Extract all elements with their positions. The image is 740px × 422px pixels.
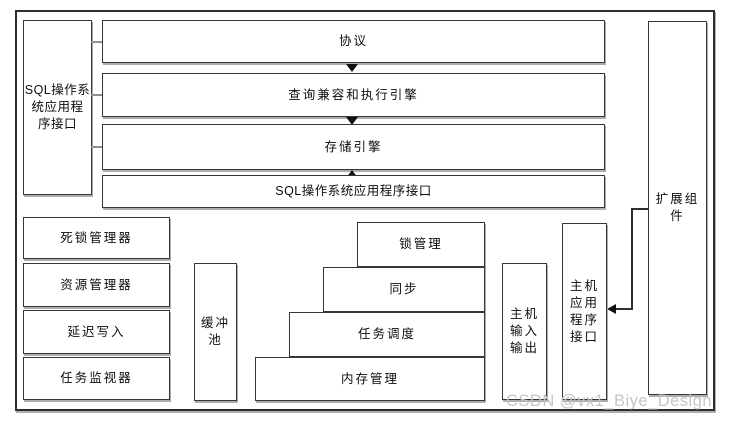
arrow-down-icon: [346, 64, 358, 72]
box-extension-components-line: 件: [670, 209, 685, 223]
box-host-api-line: 接口: [569, 329, 599, 344]
box-delayed-write-label: 延迟写入: [67, 324, 126, 339]
box-sql-os-api-left-line: 统应用程: [31, 100, 84, 114]
connector-stub: [91, 41, 102, 43]
box-sql-os-api-left-line: 序接口: [37, 117, 77, 131]
box-protocol: 协议: [102, 20, 605, 63]
box-protocol-label: 协议: [338, 34, 368, 48]
csdn-watermark: CSDN @vx1_Biye_Design: [506, 392, 713, 410]
arrow-up-icon: [346, 170, 358, 178]
box-task-monitor-label: 任务监视器: [60, 371, 133, 385]
box-resource-manager: 资源管理器: [23, 263, 170, 307]
box-lock-management: 锁管理: [357, 222, 485, 267]
box-buffer-pool-line: 池: [208, 333, 223, 347]
box-storage-engine: 存储引擎: [102, 124, 605, 170]
box-sql-os-api-bottom-label: SQL操作系统应用程序接口: [275, 184, 432, 198]
box-synchronization: 同步: [323, 267, 485, 312]
box-sql-os-api-left-line: SQL操作系: [24, 83, 91, 97]
box-deadlock-manager-label: 死锁管理器: [60, 230, 133, 245]
box-host-io-line: 输出: [509, 341, 539, 355]
box-query-compat-exec-engine-label: 查询兼容和执行引擎: [288, 87, 419, 102]
box-host-io: 主机 输入 输出: [502, 263, 547, 400]
box-host-io-line: 主机: [509, 307, 539, 321]
box-sql-os-api-bottom: SQL操作系统应用程序接口: [102, 175, 605, 208]
box-synchronization-label: 同步: [389, 282, 419, 296]
box-buffer-pool-line: 缓冲: [200, 316, 230, 330]
box-task-scheduling-label: 任务调度: [357, 327, 416, 341]
connector-line: [631, 208, 648, 210]
box-resource-manager-label: 资源管理器: [60, 277, 133, 292]
connector-line: [614, 308, 633, 310]
box-query-compat-exec-engine: 查询兼容和执行引擎: [102, 73, 605, 117]
connector-line: [631, 208, 633, 310]
box-memory-management-label: 内存管理: [340, 371, 399, 386]
box-task-scheduling: 任务调度: [289, 312, 485, 357]
box-host-api-line: 程序: [569, 312, 599, 327]
box-lock-management-label: 锁管理: [399, 237, 443, 251]
box-extension-components: 扩展组 件: [648, 21, 707, 395]
box-memory-management: 内存管理: [255, 357, 485, 401]
box-delayed-write: 延迟写入: [23, 310, 170, 354]
box-task-monitor: 任务监视器: [23, 357, 170, 400]
box-host-api-line: 应用: [569, 295, 599, 310]
arrow-down-icon: [346, 117, 358, 125]
box-buffer-pool: 缓冲 池: [194, 263, 237, 401]
box-sql-os-api-left: SQL操作系 统应用程 序接口: [23, 20, 92, 195]
box-host-api: 主机 应用 程序 接口: [562, 223, 607, 400]
box-storage-engine-label: 存储引擎: [324, 139, 383, 154]
box-extension-components-line: 扩展组: [655, 192, 700, 206]
connector-stub: [91, 94, 102, 96]
connector-stub: [91, 146, 102, 148]
arrow-left-icon: [607, 304, 616, 314]
box-host-api-line: 主机: [569, 278, 599, 293]
box-host-io-line: 输入: [509, 324, 539, 338]
box-deadlock-manager: 死锁管理器: [23, 217, 170, 259]
